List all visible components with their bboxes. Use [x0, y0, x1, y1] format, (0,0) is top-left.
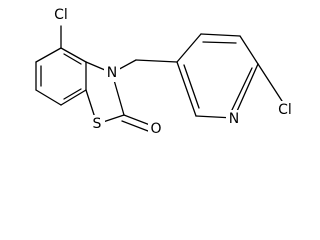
bond — [35, 47, 62, 63]
atom-cl-pyridine: Cl — [278, 102, 292, 118]
bond — [35, 89, 62, 106]
bond-to-cl — [257, 63, 283, 102]
pyridine-ring — [176, 33, 259, 119]
double-bond-inner — [230, 67, 253, 113]
double-bond-inner — [202, 41, 237, 44]
molecule-drawing: Cl N S O N Cl — [35, 7, 292, 137]
atom-n-pyridine: N — [229, 111, 239, 127]
atom-cl-benzene: Cl — [54, 7, 68, 23]
double-bond-inner — [63, 53, 82, 65]
atom-n-thiazole: N — [107, 65, 117, 81]
structure-canvas: Cl N S O N Cl — [35, 7, 292, 137]
bond — [60, 89, 87, 106]
bond — [60, 47, 87, 63]
carbonyl-bond — [123, 114, 151, 126]
bond — [239, 35, 259, 65]
double-bond-inner — [183, 64, 200, 109]
bond — [176, 61, 197, 117]
bond — [176, 33, 202, 63]
carbonyl-bond-second — [121, 120, 149, 132]
bond — [135, 59, 178, 63]
bond — [200, 33, 241, 37]
bond — [233, 63, 259, 119]
atom-s-thiazole: S — [93, 116, 102, 132]
double-bond-inner — [63, 88, 82, 100]
benzene-ring — [35, 47, 87, 106]
atom-o-carbonyl: O — [150, 121, 161, 137]
